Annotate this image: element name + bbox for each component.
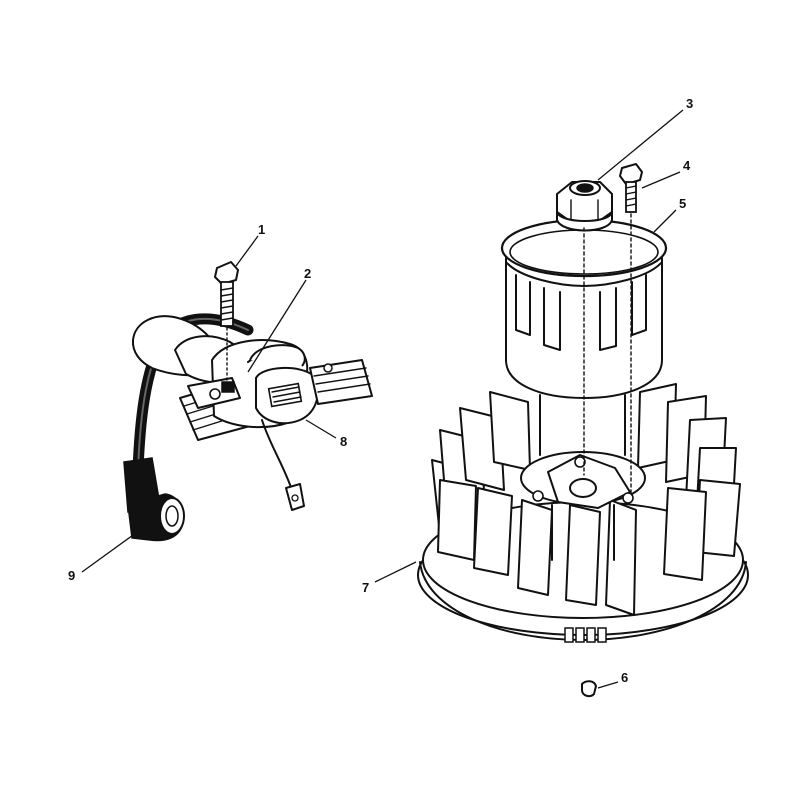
module-mounting-screw [214,261,239,391]
callout-2: 2 [304,266,311,281]
flywheel-fins [431,383,741,616]
callout-7: 7 [362,580,369,595]
flywheel [417,383,749,643]
callout-3: 3 [686,96,693,111]
callout-4: 4 [683,158,691,173]
flywheel-nut [556,180,613,476]
callout-1: 1 [258,222,265,237]
callout-5: 5 [679,196,686,211]
flywheel-key [581,680,597,698]
callout-8: 8 [340,434,347,449]
spark-plug-boot [123,457,185,542]
callout-leaders [81,109,684,689]
callout-6: 6 [621,670,628,685]
ignition-module [179,339,373,511]
cup-mounting-screw [619,163,643,496]
callout-9: 9 [68,568,75,583]
flywheel-magnets [564,627,607,643]
